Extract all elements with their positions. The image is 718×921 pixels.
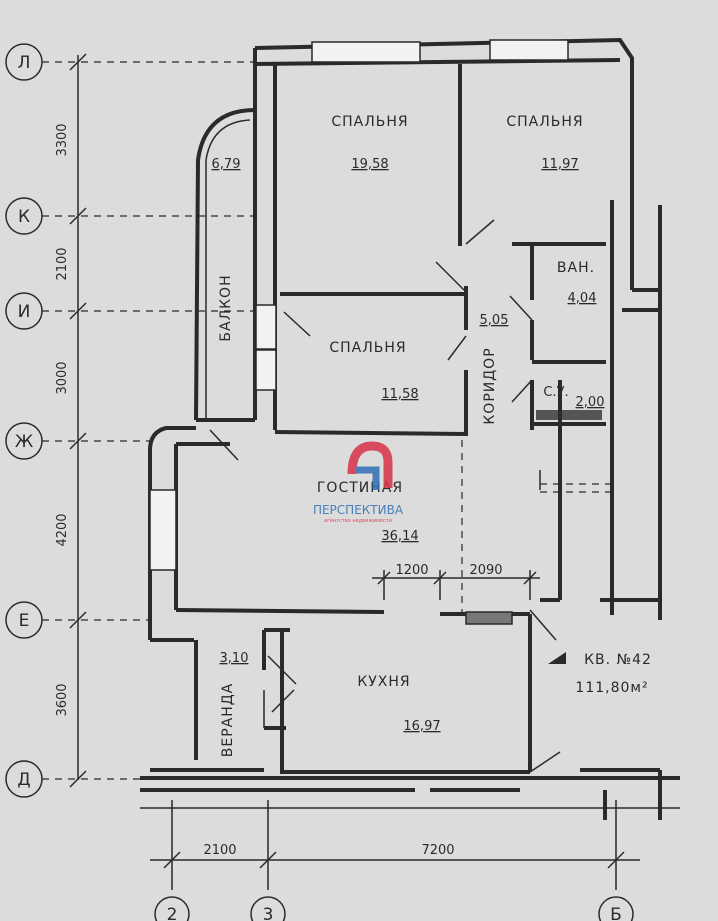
room-balcony: 6,79 БАЛКОН (212, 157, 241, 342)
room-area: 4,04 (568, 291, 597, 306)
room-area: 6,79 (212, 157, 241, 172)
spacing-zh-e: 4200 (55, 513, 70, 546)
room-bathroom: ВАН. 4,04 (557, 260, 597, 306)
watermark-name: ПЕРСПЕКТИВА (313, 503, 404, 517)
room-area: 19,58 (351, 157, 388, 172)
room-area: 11,58 (381, 387, 418, 402)
axis-marker-i: И (5, 292, 43, 330)
room-name: СПАЛЬНЯ (329, 340, 406, 356)
dim-2090: 2090 (469, 563, 502, 578)
axis-marker-zh: Ж (5, 422, 43, 460)
axis-label-k: К (18, 207, 30, 227)
room-kitchen: КУХНЯ 16,97 (357, 674, 440, 734)
room-name: БАЛКОН (218, 274, 234, 341)
entrance-triangle-icon (548, 652, 566, 664)
row-axis-markers: Л К И Ж Е Д (5, 43, 43, 798)
axis-label-3: 3 (263, 905, 274, 921)
axis-label-d: Д (17, 770, 30, 790)
room-name: С.У. (543, 385, 568, 400)
axis-label-e: Е (19, 611, 30, 631)
axis-marker-d: Д (5, 760, 43, 798)
room-area: 11,97 (541, 157, 578, 172)
room-name: ГОСТИНАЯ (317, 480, 403, 496)
kitchen-dimension: 1200 2090 (372, 563, 540, 600)
room-name: КУХНЯ (357, 674, 410, 690)
dashed-partitions (461, 440, 612, 612)
axis-label-zh: Ж (15, 432, 33, 452)
apartment-label: КВ. №42 111,80м² (548, 652, 652, 696)
room-area: 2,00 (576, 395, 605, 410)
room-area: 5,05 (480, 313, 509, 328)
axis-label-2: 2 (167, 905, 178, 921)
axis-label-i: И (18, 302, 31, 322)
room-living: ГОСТИНАЯ 36,14 (317, 480, 419, 544)
axis-marker-l: Л (5, 43, 43, 81)
spacing-3-b: 7200 (421, 843, 454, 858)
room-wc: С.У. 2,00 (543, 385, 604, 410)
room-bedroom-3: СПАЛЬНЯ 11,58 (329, 340, 418, 402)
room-name: СПАЛЬНЯ (506, 114, 583, 130)
spacing-l-k: 3300 (55, 123, 70, 156)
watermark-logo-icon (347, 441, 393, 490)
axis-marker-b: Б (598, 896, 634, 921)
axis-label-l: Л (18, 53, 31, 73)
room-bedroom-1: СПАЛЬНЯ 19,58 (331, 114, 408, 172)
spacing-i-zh: 3000 (55, 361, 70, 394)
axis-marker-k: К (5, 197, 43, 235)
axis-marker-e: Е (5, 601, 43, 639)
room-bedroom-2: СПАЛЬНЯ 11,97 (506, 114, 583, 172)
room-area: 36,14 (381, 529, 418, 544)
axis-grid (42, 53, 680, 890)
room-name: КОРИДОР (482, 347, 498, 424)
room-area: 16,97 (403, 719, 440, 734)
axis-label-b: Б (610, 905, 622, 921)
room-corridor: 5,05 КОРИДОР (480, 313, 509, 425)
door-swings (209, 219, 561, 773)
col-spacing-labels: 2100 7200 (203, 843, 454, 858)
walls (140, 37, 680, 820)
room-name: ВЕРАНДА (220, 683, 236, 758)
room-area: 3,10 (220, 651, 249, 666)
row-spacing-labels: 3300 2100 3000 4200 3600 (55, 123, 70, 716)
spacing-k-i: 2100 (55, 247, 70, 280)
col-axis-markers: 2 3 Б (154, 896, 634, 921)
dim-1200: 1200 (395, 563, 428, 578)
room-name: СПАЛЬНЯ (331, 114, 408, 130)
watermark: ПЕРСПЕКТИВА агентство недвижимости (313, 441, 404, 524)
spacing-2-3: 2100 (203, 843, 236, 858)
room-veranda: 3,10 ВЕРАНДА (220, 651, 249, 757)
axis-marker-2: 2 (154, 896, 190, 921)
apartment-number: КВ. №42 (584, 652, 652, 668)
spacing-e-d: 3600 (55, 683, 70, 716)
watermark-sub: агентство недвижимости (324, 518, 392, 524)
room-name: ВАН. (557, 260, 595, 276)
axis-marker-3: 3 (250, 896, 286, 921)
apartment-area: 111,80м² (575, 680, 648, 696)
